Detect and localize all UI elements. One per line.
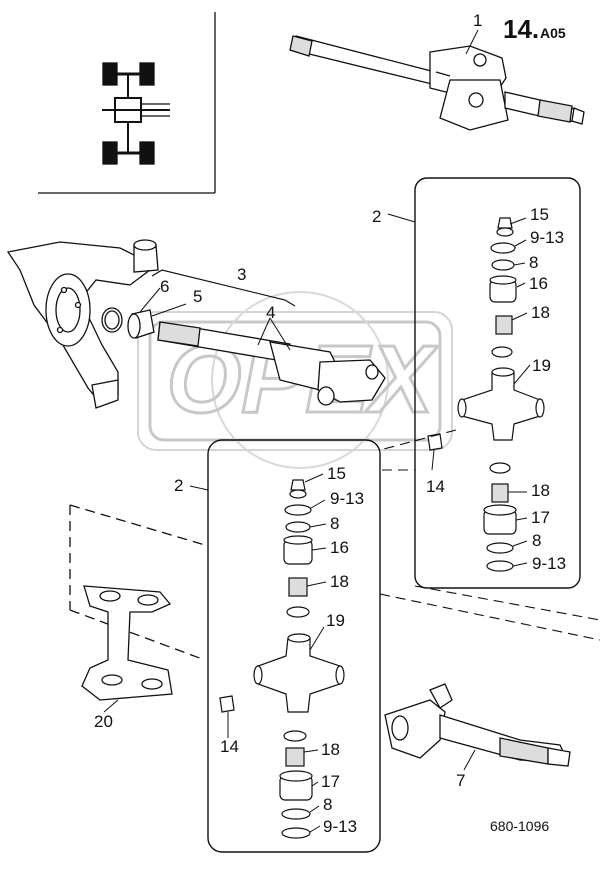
callout-lower-9-13-b: 9-13	[323, 817, 357, 836]
callout-lower-14: 14	[220, 737, 239, 756]
callout-lower-8-a: 8	[330, 514, 339, 533]
vehicle-locator-inset	[38, 12, 216, 194]
callout-3: 3	[237, 265, 246, 284]
lower-kit-parts	[219, 479, 345, 839]
callout-4: 4	[266, 303, 275, 322]
inner-axle-shaft	[157, 321, 386, 406]
lower-kit-box	[207, 439, 381, 853]
callout-7: 7	[456, 771, 465, 790]
callout-bracket-3	[151, 269, 296, 307]
leader-lines	[103, 29, 531, 833]
callout-2-lower: 2	[174, 476, 183, 495]
callout-upper-18-b: 18	[531, 481, 550, 500]
callout-lower-18-b: 18	[321, 740, 340, 759]
callout-lower-19: 19	[326, 611, 345, 630]
callout-lower-15: 15	[327, 464, 346, 483]
callout-upper-17: 17	[531, 508, 550, 527]
steering-knuckle	[6, 239, 159, 409]
callout-lower-16: 16	[330, 538, 349, 557]
callout-upper-19: 19	[532, 356, 551, 375]
callout-labels: 1 2 3 4 5 6 15 9-13 8 16 18 19 14 18 17 …	[94, 11, 566, 836]
callout-20: 20	[94, 712, 113, 731]
mounting-bracket	[69, 504, 206, 701]
callout-upper-15: 15	[530, 205, 549, 224]
callout-upper-9-13-a: 9-13	[530, 228, 564, 247]
callout-upper-14: 14	[426, 477, 445, 496]
page-number: 14.	[503, 14, 539, 44]
callout-1: 1	[473, 11, 482, 30]
callout-upper-8-b: 8	[532, 531, 541, 550]
callout-upper-9-13-b: 9-13	[532, 554, 566, 573]
bushing-and-seal	[101, 307, 155, 339]
callout-2-upper: 2	[372, 207, 381, 226]
callout-upper-8-a: 8	[529, 253, 538, 272]
callout-upper-16: 16	[529, 274, 548, 293]
dashed-guides	[379, 429, 600, 641]
drawing-reference: 680-1096	[490, 818, 549, 834]
page-suffix: A05	[540, 25, 566, 41]
callout-lower-17: 17	[321, 772, 340, 791]
upper-kit-parts	[427, 217, 545, 572]
callout-5: 5	[193, 287, 202, 306]
drive-shaft-assembly	[289, 35, 585, 131]
callout-lower-8-b: 8	[323, 795, 332, 814]
page-header: 14. A05	[503, 14, 566, 44]
upper-kit-box	[414, 177, 581, 589]
callout-lower-18-a: 18	[330, 572, 349, 591]
outer-axle-shaft	[384, 683, 571, 767]
callout-6: 6	[160, 277, 169, 296]
callout-lower-9-13-a: 9-13	[330, 489, 364, 508]
callout-upper-18-a: 18	[531, 303, 550, 322]
